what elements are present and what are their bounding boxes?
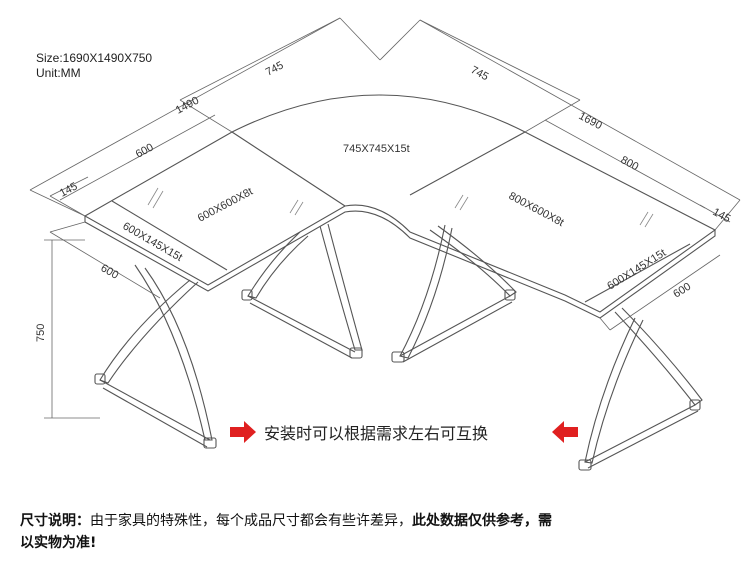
glass-reflection-marks bbox=[147, 187, 654, 228]
middle-left-leg bbox=[241, 223, 363, 359]
right-panel-divider bbox=[409, 131, 526, 196]
left-panel-divider bbox=[231, 131, 346, 207]
size-note-text: 由于家具的特殊性，每个成品尺寸都会有些许差异， bbox=[90, 513, 412, 529]
dim-750: 750 bbox=[35, 324, 47, 342]
dim-600-side-left: 600 bbox=[99, 262, 121, 282]
right-shelf-divider bbox=[584, 243, 691, 303]
panel-right-main-label: 800X600X8t bbox=[507, 190, 566, 229]
size-note-line1: 尺寸说明：由于家具的特殊性，每个成品尺寸都会有些许差异，此处数据仅供参考，需 bbox=[20, 510, 552, 532]
dim-745-left: 745 bbox=[264, 59, 286, 78]
size-note-emphasis: 此处数据仅供参考，需 bbox=[412, 513, 552, 529]
desk-top-outline bbox=[83, 94, 717, 313]
left-arrow-icon bbox=[552, 421, 578, 443]
size-note-line2: 以实物为准! bbox=[20, 535, 97, 551]
dim-145-left: 145 bbox=[58, 180, 80, 199]
dim-745-right: 745 bbox=[469, 64, 491, 83]
middle-right-leg bbox=[391, 224, 517, 363]
dim-1490: 1490 bbox=[174, 95, 201, 117]
spec-size: Size:1690X1490X750 bbox=[36, 51, 153, 65]
right-x-leg bbox=[578, 307, 703, 471]
left-shelf-divider bbox=[111, 200, 228, 271]
panel-left-main-label: 600X600X8t bbox=[196, 186, 255, 225]
dim-600-top: 600 bbox=[134, 141, 156, 160]
dim-600-side-right: 600 bbox=[671, 281, 693, 301]
dim-1690: 1690 bbox=[577, 110, 604, 132]
dim-145-right: 145 bbox=[711, 206, 733, 225]
panel-left-shelf-label: 600X145X15t bbox=[121, 220, 185, 264]
right-arrow-icon bbox=[230, 421, 256, 443]
dimension-lines bbox=[29, 17, 741, 419]
left-x-leg bbox=[94, 264, 217, 449]
desk-front-edge bbox=[84, 210, 716, 319]
panel-corner-label: 745X745X15t bbox=[343, 143, 410, 155]
interchangeable-banner: 安装时可以根据需求左右可互换 bbox=[264, 424, 488, 443]
banner-arrows bbox=[230, 421, 578, 443]
spec-unit: Unit:MM bbox=[36, 66, 81, 80]
size-note-label: 尺寸说明： bbox=[20, 513, 90, 529]
